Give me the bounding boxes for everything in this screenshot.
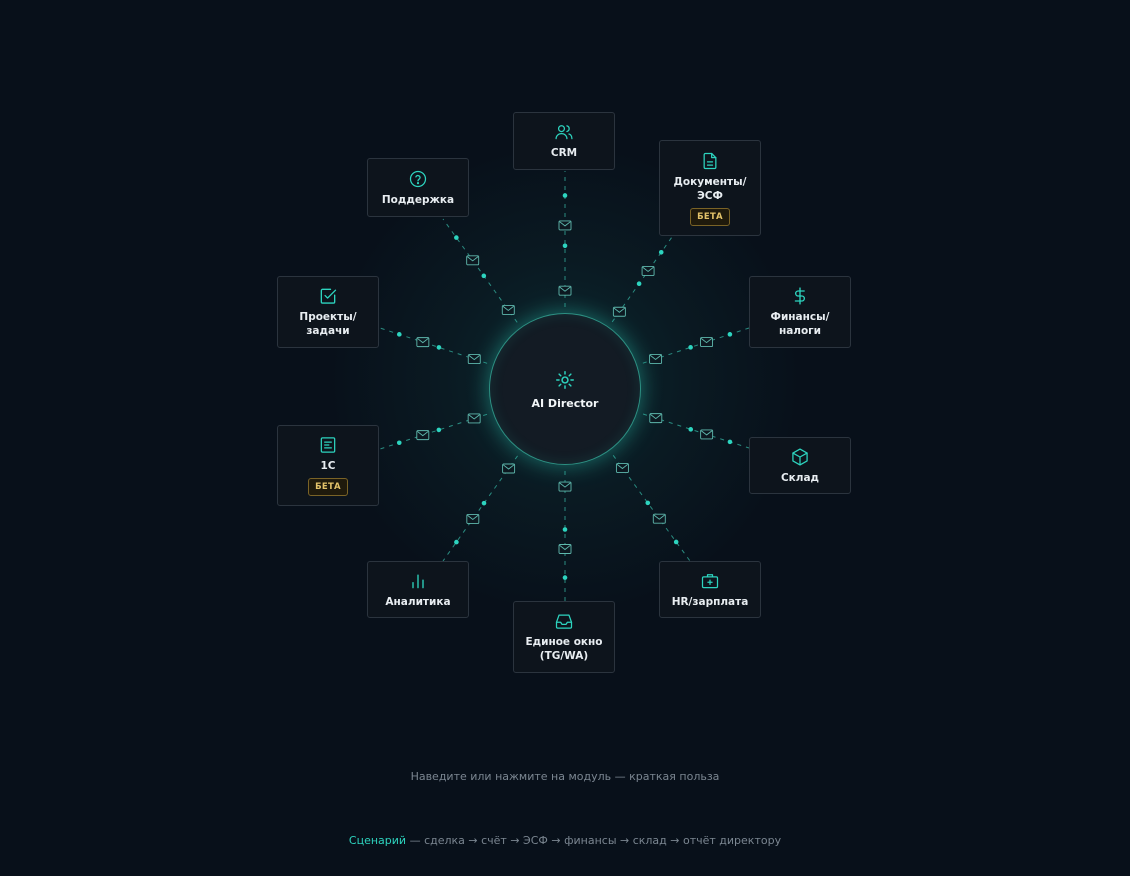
flow-dot (562, 575, 568, 580)
scenario-accent: Сценарий (348, 834, 407, 847)
module-label: Проекты/ задачи (299, 311, 357, 337)
list-icon (320, 437, 336, 453)
briefcase-icon (701, 573, 719, 588)
module-1c[interactable]: 1С БЕТА (277, 425, 379, 506)
module-label: 1С (320, 460, 336, 472)
envelope-icon (558, 481, 572, 492)
scenario-steps: — сделка → счёт → ЭСФ → финансы → склад … (406, 834, 782, 847)
module-label: CRM (550, 147, 578, 159)
flow-dot (688, 345, 693, 350)
check-square-icon (320, 288, 337, 304)
module-label: Документы/ ЭСФ (673, 175, 747, 202)
help-circle-icon (409, 170, 427, 187)
envelope-icon (558, 285, 572, 296)
module-label: Поддержка (381, 193, 455, 206)
envelope-icon (700, 429, 714, 440)
flow-dot (454, 235, 459, 240)
flow-dot (562, 193, 568, 198)
flow-dot (396, 332, 402, 337)
module-analytics[interactable]: Аналитика (367, 561, 469, 618)
flow-dot (436, 427, 442, 433)
module-finance[interactable]: Финансы/ налоги (749, 276, 851, 348)
flow-dot (562, 243, 568, 249)
flow-dot (636, 281, 642, 287)
scenario-line: Сценарий — сделка → счёт → ЭСФ → финансы… (0, 834, 1130, 847)
module-label: HR/зарплата (671, 595, 749, 608)
envelope-icon (467, 354, 481, 365)
envelope-icon (649, 413, 663, 424)
flow-dot (454, 539, 459, 545)
module-projects[interactable]: Проекты/ задачи (277, 276, 379, 348)
module-crm[interactable]: CRM (513, 112, 615, 170)
box-icon (792, 447, 808, 466)
module-label: Финансы/ налоги (770, 311, 830, 337)
envelope-icon (416, 430, 430, 441)
envelope-icon (615, 463, 629, 473)
module-documents[interactable]: Документы/ ЭСФ БЕТА (659, 140, 761, 236)
flow-dot (481, 500, 487, 506)
envelope-icon (416, 337, 430, 348)
hint-text: Наведите или нажмите на модуль — краткая… (410, 770, 720, 783)
module-label: Аналитика (385, 595, 451, 608)
users-icon (555, 125, 573, 140)
hub-label: AI Director (531, 396, 599, 410)
envelope-icon (467, 413, 481, 424)
beta-badge: БЕТА (690, 207, 730, 226)
inbox-icon (555, 614, 573, 629)
envelope-icon (700, 337, 713, 348)
flow-dot (562, 527, 568, 532)
flow-dot (645, 500, 651, 506)
envelope-icon (558, 220, 572, 231)
flow-dot (436, 345, 442, 350)
flow-dot (396, 440, 402, 446)
module-support[interactable]: Поддержка (367, 158, 469, 217)
module-warehouse[interactable]: Склад (749, 437, 851, 494)
envelope-icon (466, 255, 480, 266)
module-hr[interactable]: HR/зарплата (659, 561, 761, 618)
envelope-icon (466, 514, 480, 524)
envelope-icon (502, 463, 516, 474)
file-text-icon (703, 152, 717, 169)
envelope-icon (558, 544, 572, 554)
ai-director-hub[interactable]: AI Director (489, 313, 641, 465)
envelope-icon (501, 305, 515, 315)
flow-dot (673, 539, 679, 545)
envelope-icon (641, 266, 655, 276)
envelope-icon (612, 306, 626, 317)
flow-dot (727, 332, 733, 337)
flow-dot (658, 249, 664, 255)
flow-dot (727, 439, 733, 445)
bar-chart-icon (412, 574, 424, 588)
flow-dot (481, 273, 487, 279)
module-unified-inbox[interactable]: Единое окно (TG/WA) (513, 601, 615, 673)
dollar-icon (794, 287, 805, 305)
beta-badge: БЕТА (308, 478, 348, 496)
flow-dot (688, 427, 694, 432)
envelope-icon (652, 513, 666, 524)
envelope-icon (649, 354, 663, 364)
sun-icon (556, 370, 574, 389)
module-label: Склад (780, 471, 820, 484)
module-label: Единое окно (TG/WA) (525, 636, 603, 662)
